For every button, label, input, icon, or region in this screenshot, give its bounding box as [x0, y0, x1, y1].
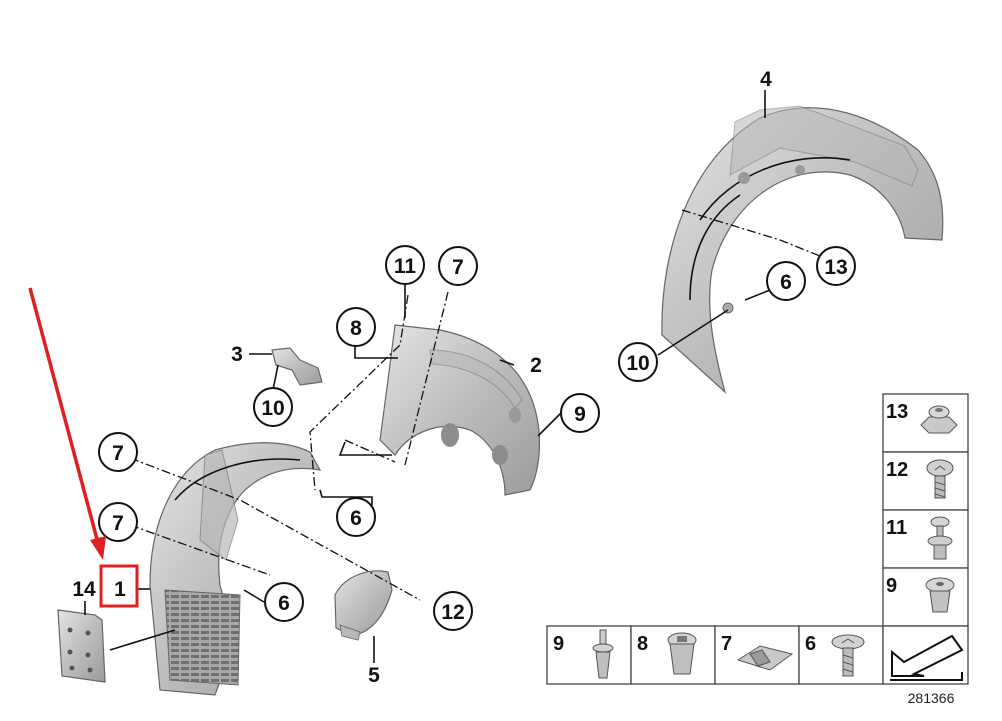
- callout-9-center: 9: [560, 393, 600, 433]
- svg-text:6: 6: [780, 271, 792, 294]
- callout-10-right: 10: [618, 342, 658, 382]
- svg-text:7: 7: [721, 633, 732, 655]
- cover-part: [334, 570, 393, 641]
- push-rivet-icon: [592, 629, 614, 679]
- callout-7-low: 7: [98, 502, 138, 542]
- catalog-number: 281366: [908, 690, 955, 706]
- legend-bottom: 9 8 7 6: [546, 625, 969, 685]
- callout-2: 2: [530, 354, 542, 377]
- plate-part: [57, 609, 106, 683]
- expanding-rivet-icon: [927, 516, 953, 560]
- callout-12: 12: [433, 591, 473, 631]
- assembly-lines: [129, 209, 821, 601]
- svg-text:6: 6: [350, 507, 362, 530]
- svg-text:7: 7: [452, 256, 464, 279]
- svg-text:9: 9: [574, 403, 586, 426]
- nut-icon: [920, 405, 958, 434]
- legend-side: 13 12 11 9: [882, 393, 969, 627]
- svg-text:9: 9: [553, 633, 564, 655]
- callout-4: 4: [760, 68, 772, 91]
- wheel-arch-liner-front-rear-section: [379, 324, 541, 496]
- leader-lines: [84, 90, 771, 663]
- callout-13: 13: [816, 246, 856, 286]
- svg-text:12: 12: [886, 459, 908, 481]
- svg-text:10: 10: [626, 352, 649, 375]
- svg-text:10: 10: [261, 397, 284, 420]
- callout-7-top: 7: [438, 246, 478, 286]
- bracket-part: [271, 347, 323, 386]
- callout-5: 5: [368, 664, 380, 687]
- callout-6-right: 6: [766, 261, 806, 301]
- clip-nut-icon: [925, 577, 955, 613]
- callout-8: 8: [336, 307, 376, 347]
- svg-text:11: 11: [394, 255, 417, 278]
- svg-text:12: 12: [441, 601, 464, 624]
- callout-11: 11: [385, 245, 425, 285]
- svg-text:8: 8: [350, 317, 362, 340]
- wheel-arch-liner-rear: [661, 105, 944, 394]
- callout-14: 14: [72, 578, 96, 601]
- highlight-arrow: [28, 287, 106, 560]
- flange-screw-icon: [831, 634, 865, 677]
- callout-6-low: 6: [264, 582, 304, 622]
- callout-7-mid: 7: [98, 432, 138, 472]
- direction-arrow-icon: [890, 634, 964, 681]
- svg-text:9: 9: [886, 575, 897, 597]
- screw-icon: [926, 459, 954, 499]
- svg-text:1: 1: [114, 578, 126, 601]
- svg-text:11: 11: [886, 517, 907, 539]
- svg-text:13: 13: [886, 401, 908, 423]
- svg-text:6: 6: [278, 592, 290, 615]
- svg-text:7: 7: [112, 512, 124, 535]
- spring-clip-icon: [736, 645, 794, 671]
- svg-text:8: 8: [637, 633, 648, 655]
- callout-6-center: 6: [336, 497, 376, 537]
- svg-text:13: 13: [824, 256, 847, 279]
- wheel-arch-liner-front-section: [149, 442, 322, 696]
- callout-3: 3: [231, 343, 243, 366]
- svg-text:6: 6: [805, 633, 816, 655]
- plastic-nut-icon: [667, 632, 697, 675]
- svg-text:7: 7: [112, 442, 124, 465]
- callout-1-highlight: 1: [99, 564, 139, 608]
- callout-10-left: 10: [253, 387, 293, 427]
